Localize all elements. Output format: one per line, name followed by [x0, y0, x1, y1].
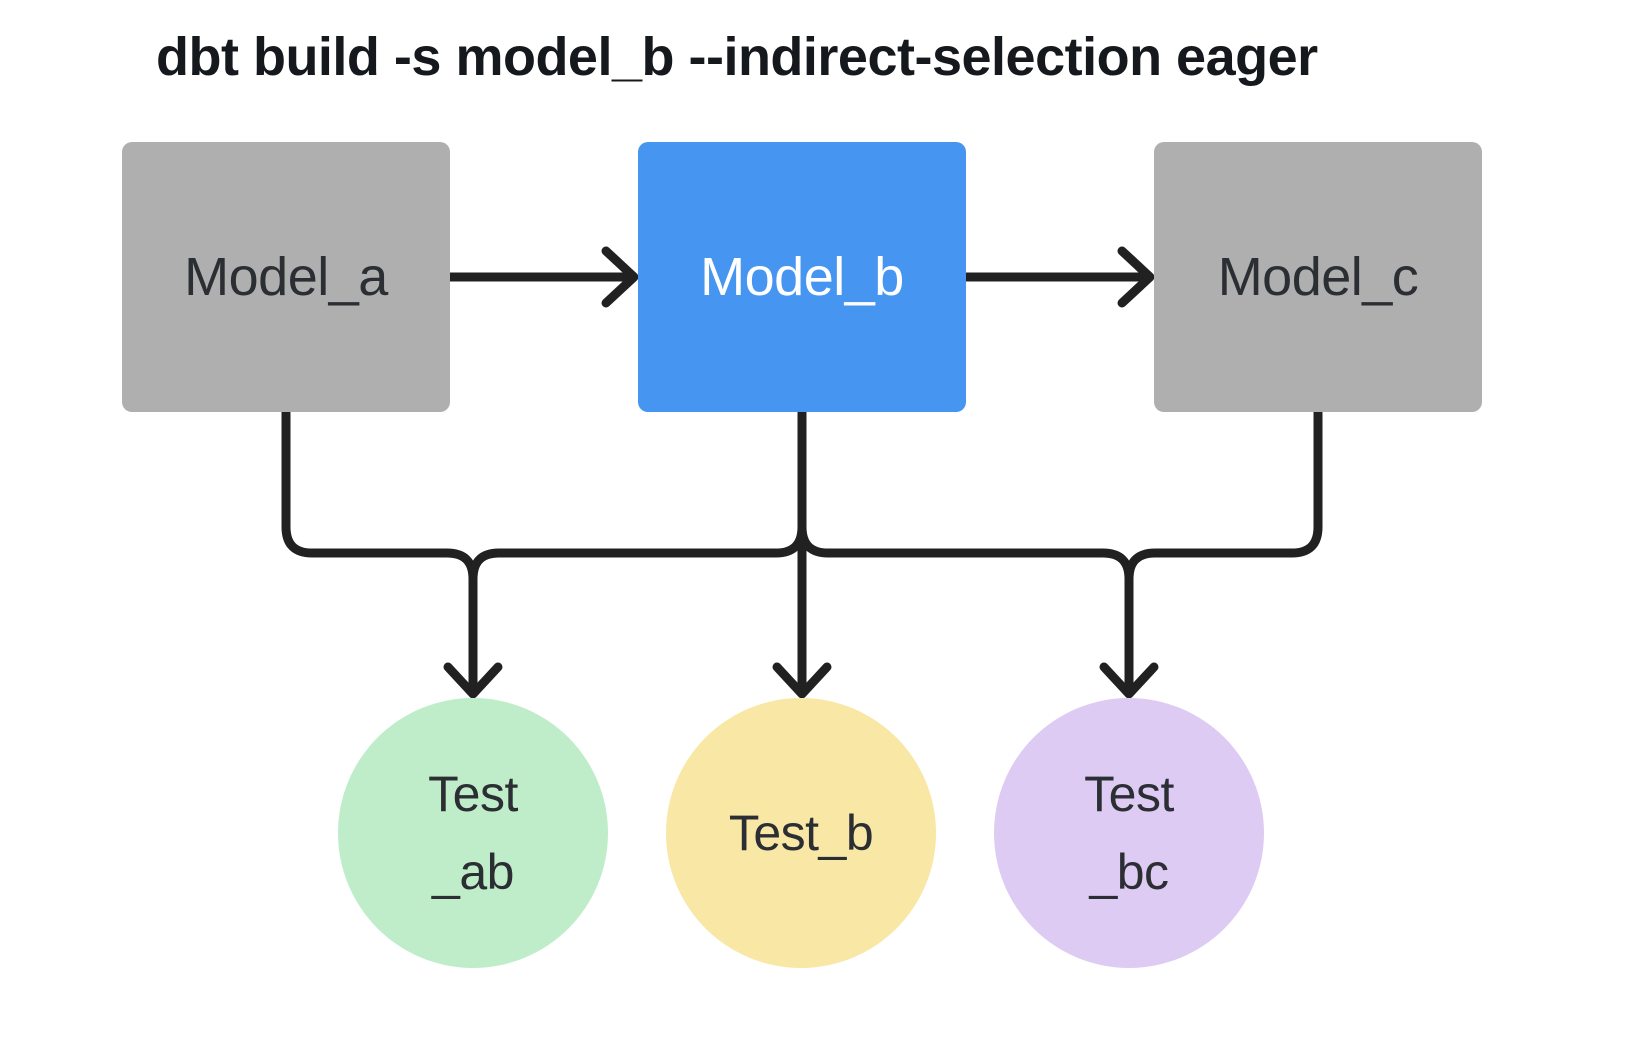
- arrowhead-model_c-left: [1117, 246, 1155, 308]
- node-model-a-label: Model_a: [184, 247, 388, 307]
- arrowhead-test_bc: [1099, 662, 1159, 699]
- node-test-bc-label-line2: _bc: [1089, 844, 1169, 900]
- node-test-bc: Test _bc: [994, 698, 1264, 968]
- node-model-c: Model_c: [1154, 142, 1482, 412]
- node-model-b-label: Model_b: [700, 247, 904, 307]
- arrowhead-test_b: [772, 662, 832, 699]
- node-test-ab-label-line2: _ab: [432, 844, 514, 900]
- diagram-title: dbt build -s model_b --indirect-selectio…: [156, 27, 1318, 87]
- node-model-a: Model_a: [122, 142, 450, 412]
- node-model-c-label: Model_c: [1217, 247, 1419, 307]
- edge-group: [281, 246, 1323, 699]
- node-test-b-label: Test_b: [728, 805, 874, 861]
- arrowhead-test_ab: [443, 662, 503, 699]
- arrowhead-model_b-left: [601, 246, 639, 308]
- node-model-b: Model_b: [638, 142, 966, 412]
- edge-model_b-test_ab: [468, 407, 807, 691]
- edge-model_a-test_ab: [281, 407, 478, 691]
- node-test-bc-label-line1: Test: [1084, 766, 1174, 822]
- node-test-ab: Test _ab: [338, 698, 608, 968]
- node-test-b: Test_b: [666, 698, 936, 968]
- node-test-ab-label-line1: Test: [428, 766, 518, 822]
- edge-model_b-test_bc: [797, 407, 1134, 691]
- edge-model_c-test_bc: [1124, 407, 1323, 691]
